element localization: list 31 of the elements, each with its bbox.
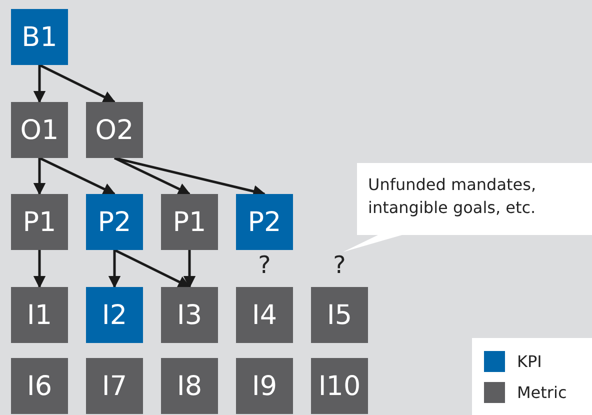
legend-label: Metric bbox=[517, 382, 567, 402]
question-mark: ? bbox=[332, 251, 347, 279]
arrow bbox=[38, 156, 116, 196]
arrow bbox=[33, 158, 46, 196]
metric-box: P2 bbox=[86, 194, 143, 250]
metric-box: I7 bbox=[86, 358, 143, 414]
arrow bbox=[183, 250, 196, 288]
metric-box: I6 bbox=[11, 358, 68, 414]
arrow bbox=[33, 250, 46, 288]
arrow bbox=[33, 65, 46, 104]
metric-box: I8 bbox=[161, 358, 218, 414]
metric-box: O1 bbox=[11, 102, 68, 158]
metric-box: O2 bbox=[86, 102, 143, 158]
arrow bbox=[108, 250, 121, 288]
metric-box: P1 bbox=[161, 194, 218, 250]
metric-box: P2 bbox=[236, 194, 293, 250]
arrow bbox=[114, 248, 191, 288]
metric-box: P1 bbox=[11, 194, 68, 250]
callout-text: Unfunded mandates, intangible goals, etc. bbox=[368, 174, 538, 219]
metric-box: I9 bbox=[236, 358, 293, 414]
question-mark: ? bbox=[257, 251, 272, 279]
arrow bbox=[38, 64, 116, 104]
metric-box: I10 bbox=[311, 358, 368, 414]
legend-label: KPI bbox=[517, 352, 542, 370]
metric-box: I3 bbox=[161, 287, 218, 343]
metric-box: I4 bbox=[236, 287, 293, 343]
metric-box: I1 bbox=[11, 287, 68, 343]
metric-box: B1 bbox=[11, 9, 68, 65]
metric-box: I2 bbox=[86, 287, 143, 343]
arrow bbox=[114, 156, 191, 196]
metric-box: I5 bbox=[311, 287, 368, 343]
